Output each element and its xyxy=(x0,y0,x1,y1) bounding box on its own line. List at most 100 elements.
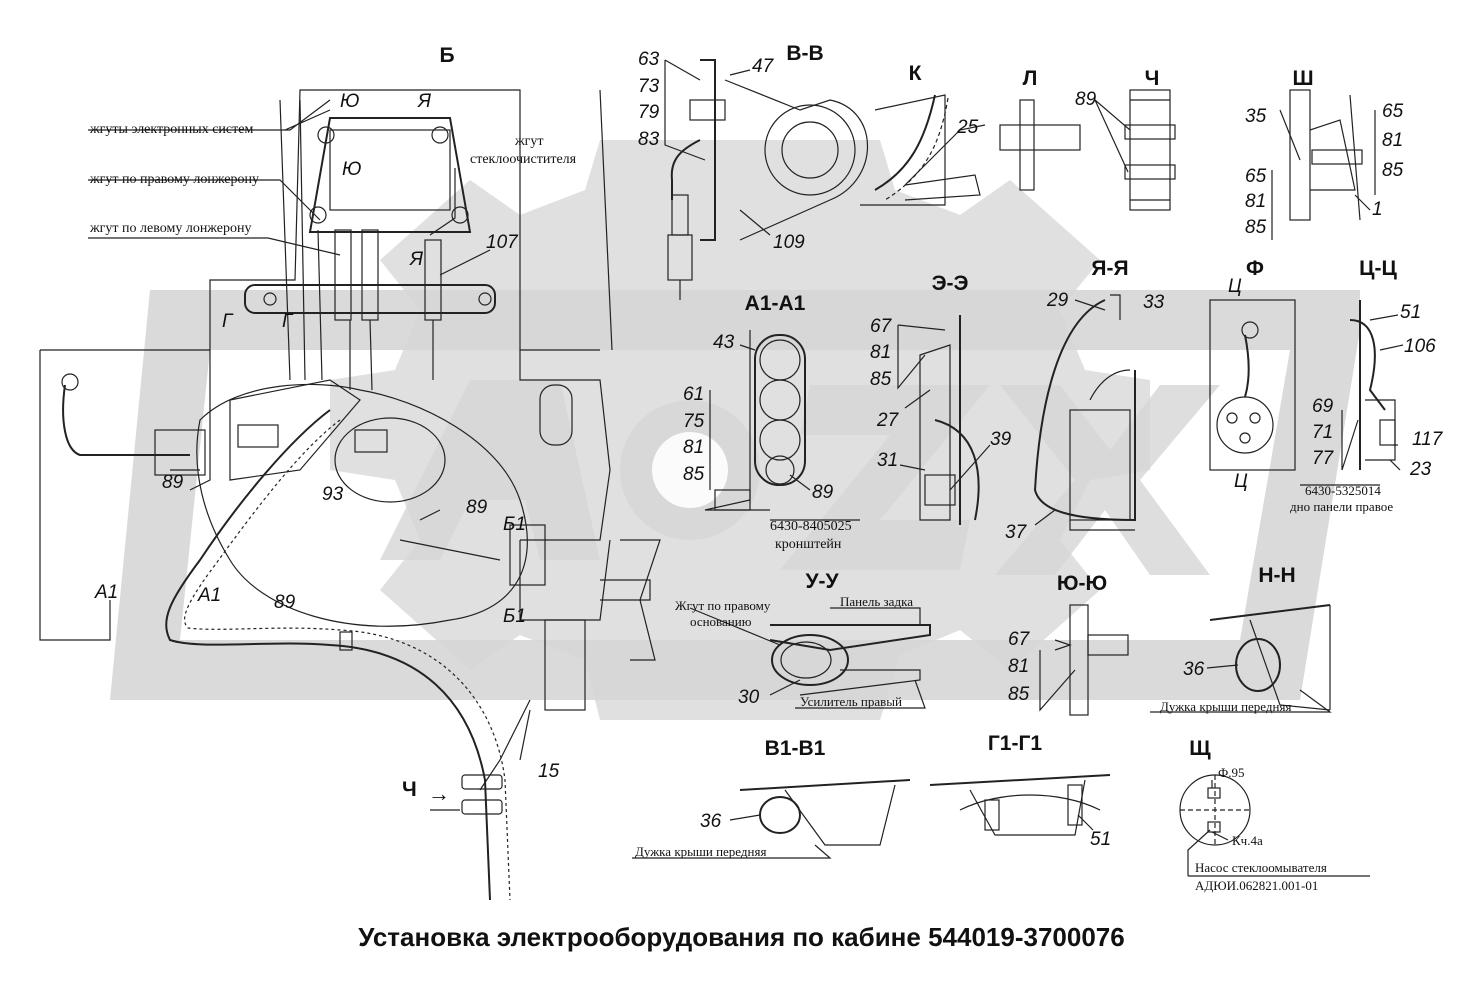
section-ch xyxy=(1124,89,1176,211)
cut-mark: Б1 xyxy=(503,606,526,627)
vv-grommet-inner xyxy=(781,121,839,179)
part-number: 69 xyxy=(1312,396,1334,417)
section-vv xyxy=(667,59,869,300)
cabin-left-edge xyxy=(39,350,111,641)
label-wiper-harness-1: жгут xyxy=(514,134,544,149)
section-letter: Ю-Ю xyxy=(1057,572,1107,595)
label-rear-panel: Панель задка xyxy=(840,594,913,609)
label-base-harness-1: Жгут по правому xyxy=(675,598,771,613)
label-pump-code: АДЮИ.062821.001-01 xyxy=(1195,878,1318,893)
part-number: 27 xyxy=(876,410,900,431)
part-number: 93 xyxy=(322,484,344,505)
column-slot xyxy=(539,384,573,446)
part-number: 89 xyxy=(1075,89,1097,110)
section-letter: Э-Э xyxy=(932,272,969,295)
section-g1 xyxy=(929,774,1111,836)
label-amplifier: Усилитель правый xyxy=(800,694,902,709)
part-number: 33 xyxy=(1143,292,1165,313)
part-number: 107 xyxy=(486,232,519,253)
cabin-panel-outline xyxy=(40,89,600,351)
corrugated-harness-inner xyxy=(184,419,511,901)
section-letter: Щ xyxy=(1189,737,1211,760)
cut-mark: А1 xyxy=(94,582,118,603)
corrugated-harness-outer xyxy=(165,409,491,901)
part-number: 30 xyxy=(738,687,760,708)
part-number: 106 xyxy=(1404,336,1436,357)
part-number: 47 xyxy=(752,56,775,77)
f-socket xyxy=(1216,396,1274,454)
part-number: 61 xyxy=(683,384,704,405)
section-letter: Я-Я xyxy=(1091,257,1128,280)
section-tsts xyxy=(1349,300,1396,470)
watermark-letter-x xyxy=(995,385,1220,575)
part-number: 79 xyxy=(638,102,660,123)
arrow-right-icon: → xyxy=(428,781,450,806)
cut-mark: Я xyxy=(409,249,423,270)
harness-clamp-bar xyxy=(244,284,496,314)
section-yaya xyxy=(1033,294,1136,531)
cut-mark: Я xyxy=(417,91,431,112)
section-letter: Ф xyxy=(1246,257,1264,280)
cut-mark: Б1 xyxy=(503,514,526,535)
label-left-harness: жгут по левому лонжерону xyxy=(89,221,252,236)
floor-opening xyxy=(196,383,528,627)
part-number: 25 xyxy=(956,117,979,138)
grommet-93 xyxy=(334,417,446,503)
label-panel-code: 6430-5325014 xyxy=(1305,483,1381,498)
label-wiper-harness-2: стеклоочистителя xyxy=(470,152,577,167)
part-number: 51 xyxy=(1400,302,1421,323)
part-number: 89 xyxy=(274,592,296,613)
watermark-letter-a xyxy=(380,380,600,560)
section-ee xyxy=(919,315,980,525)
section-letter: В-В xyxy=(786,42,823,65)
cut-mark: Ю xyxy=(342,159,361,180)
part-number: 75 xyxy=(683,411,705,432)
part-number: 65 xyxy=(1382,101,1404,122)
watermark-logo xyxy=(110,140,1360,720)
section-letter: Ш xyxy=(1292,67,1313,90)
part-number: 89 xyxy=(466,497,488,518)
cut-mark: Ц xyxy=(1234,471,1248,492)
part-number: 85 xyxy=(870,369,892,390)
part-number: 15 xyxy=(538,761,560,782)
page-title: Установка электрооборудования по кабине … xyxy=(358,922,1125,952)
part-number: 89 xyxy=(812,482,834,503)
label-bracket-code: 6430-8405025 xyxy=(770,519,852,534)
uu-harness xyxy=(771,634,849,686)
part-number: 51 xyxy=(1090,829,1111,850)
label-panel: дно панели правое xyxy=(1290,499,1393,514)
part-number: 67 xyxy=(1008,629,1031,650)
label-pump: Насос стеклоомывателя xyxy=(1195,860,1327,875)
section-letter: Л xyxy=(1023,67,1038,90)
section-a1 xyxy=(704,330,806,511)
part-number: 109 xyxy=(773,232,805,253)
label-phi: Ф.95 xyxy=(1218,765,1245,780)
part-number: 37 xyxy=(1005,522,1028,543)
leader-lines xyxy=(88,59,1404,877)
section-sh xyxy=(1289,89,1363,221)
label-right-harness: жгут по правому лонжерону xyxy=(89,172,259,187)
section-yuyu xyxy=(1054,604,1129,716)
connector-b1 xyxy=(509,524,546,586)
section-letters: Б В-В К Л Ч Ш А1-А1 Э-Э Я-Я Ф Ц-Ц У-У Ю-… xyxy=(439,42,1397,760)
watermark-letter-z xyxy=(780,385,990,570)
cut-mark: Г xyxy=(222,311,234,332)
part-number: 81 xyxy=(1245,191,1266,212)
label-roof-arc: Дужка крыши передняя xyxy=(1160,699,1291,714)
section-v1 xyxy=(739,779,911,846)
part-number: 23 xyxy=(1409,459,1432,480)
part-number: 81 xyxy=(1382,130,1403,151)
part-number: 81 xyxy=(1008,656,1029,677)
left-connector-block xyxy=(154,429,206,476)
section-letter: А1-А1 xyxy=(745,292,806,315)
part-number: 29 xyxy=(1046,290,1069,311)
label-electronic-harness: жгуты электронных систем xyxy=(89,122,253,137)
part-number: 71 xyxy=(1312,422,1333,443)
label-base-harness-2: основанию xyxy=(690,614,752,629)
section-k xyxy=(860,94,981,206)
section-uu xyxy=(769,624,931,696)
wiper-motor-plate xyxy=(308,117,472,233)
part-number: 1 xyxy=(1372,199,1383,220)
watermark-frame xyxy=(110,290,1360,700)
